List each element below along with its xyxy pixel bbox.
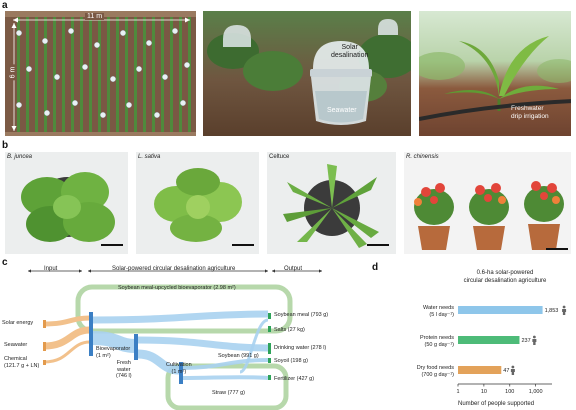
header-input: Input: [44, 266, 58, 272]
output-drinking-water: Drinking water (278 l): [274, 345, 327, 351]
person-icon: [562, 309, 567, 315]
flow-to-cultivation: [137, 349, 180, 375]
plant-art-4: [414, 181, 568, 250]
output-node-soybean-meal: [268, 313, 271, 319]
desalination-device-art: [207, 19, 411, 125]
plant-art-2: [154, 168, 254, 246]
plant-art-1: [21, 172, 123, 246]
header-main: Solar-powered circular desalination agri…: [112, 266, 236, 272]
category-label: (700 g day⁻¹): [421, 372, 454, 378]
bar-chart: 1 10 100 1,000 Water needs(5 l day⁻¹) 1,853Pr…: [417, 305, 567, 395]
x-tick-label: 1: [456, 389, 459, 395]
dimension-height: 6 m: [9, 64, 17, 81]
bioevaporator-label: Soybean meal-upcycled bioevaporator (2.9…: [118, 285, 236, 291]
plant-name-2: L. sativa: [138, 154, 161, 160]
plant-name-3: Celtuce: [269, 154, 290, 160]
plant-art-3: [283, 164, 389, 248]
output-node-drinking-water: [268, 343, 271, 354]
plant-name-4: R. chinensis: [406, 154, 439, 160]
bioevaporator-loop: [75, 284, 293, 334]
output-salts: Salts (27 kg): [274, 327, 305, 333]
person-icon: [510, 369, 515, 375]
panel-d-label: d: [372, 262, 379, 273]
dimension-width: 11 m: [85, 13, 105, 20]
panel-a-label: a: [2, 0, 8, 11]
flow-chemical: [43, 340, 91, 364]
person-icon: [511, 365, 515, 369]
value-label: 237: [521, 338, 530, 344]
node-bioevaporator: [89, 312, 93, 356]
category-label: Protein needs: [420, 335, 454, 341]
label-freshwater-drip: Freshwater drip irrigation: [511, 105, 549, 120]
plant-photo-3: Celtuce: [266, 151, 397, 255]
x-tick-label: 1,000: [529, 389, 543, 395]
node-label-fresh-water: Fresh water (746 l): [116, 360, 132, 379]
flow-soymeal: [239, 318, 269, 374]
flow-seawater: [43, 326, 91, 350]
label-solar-desalination: Solar desalination: [331, 44, 369, 59]
node-label-cultivation: Cultivation (1 m²): [166, 362, 192, 375]
node-fresh-water: [134, 334, 138, 360]
plant-photo-4: R. chinensis: [403, 151, 572, 255]
value-label: 1,853: [545, 308, 559, 314]
bar: [458, 336, 520, 344]
person-icon: [532, 339, 537, 345]
header-output: Output: [284, 266, 303, 272]
person-icon: [562, 305, 566, 309]
flow-soybean: [182, 358, 269, 370]
panel-c-label: c: [2, 257, 8, 268]
output-soybean-meal: Soybean meal (793 g): [274, 312, 329, 318]
category-label: Water needs: [423, 305, 454, 311]
output-node-salts: [268, 326, 271, 332]
node-label-bioevaporator: Bioevaporator (1 m²): [96, 346, 131, 359]
node-label-straw: Straw (777 g): [212, 390, 246, 396]
plant-photo-1: B. juncea: [4, 151, 129, 255]
output-soyoil: Soyoil (198 g): [274, 358, 308, 364]
category-label: (50 g day⁻¹): [425, 342, 455, 348]
output-fertilizer: Fertilizer (427 g): [274, 376, 315, 382]
drip-irrigation-art: [419, 36, 571, 121]
plant-name-1: B. juncea: [7, 154, 33, 160]
output-node-fertilizer: [268, 375, 271, 380]
chart-title: 0.6-ha solar-powered circular desalinati…: [463, 270, 547, 284]
input-solar-energy: Solar energy: [2, 320, 34, 326]
panel-b-label: b: [2, 140, 9, 151]
flow-to-drinking: [137, 336, 269, 352]
node-cultivation: [179, 362, 183, 384]
flow-straw: [182, 375, 269, 380]
output-node-soyoil: [268, 358, 271, 363]
flow-to-salts: [92, 310, 269, 324]
aerial-field-photo: 11 m 6 m: [4, 10, 197, 137]
sankey-diagram: [28, 269, 322, 410]
chart-xlabel: Number of people supported: [458, 401, 535, 407]
node-label-soybean: Soybean (991 g): [218, 353, 259, 359]
bar: [458, 306, 543, 314]
flow-solar: [43, 315, 91, 327]
drip-irrigation-photo: Freshwater drip irrigation: [418, 10, 572, 137]
label-seawater: Seawater: [327, 107, 357, 114]
x-tick-label: 10: [481, 389, 487, 395]
category-label: (5 l day⁻¹): [429, 312, 454, 318]
input-chemical: Chemical (121.7 g + LN): [4, 356, 40, 369]
straw-loop: [165, 363, 289, 410]
person-icon: [532, 335, 536, 339]
aerial-field-art: [5, 11, 196, 136]
bar: [458, 366, 502, 374]
flow-to-freshwater: [92, 331, 136, 353]
input-seawater: Seawater: [4, 342, 28, 348]
x-tick-label: 100: [505, 389, 514, 395]
plant-photo-2: L. sativa: [135, 151, 260, 255]
value-label: 47: [503, 368, 509, 374]
category-label: Dry food needs: [417, 365, 455, 371]
desalination-device-photo: Solar desalination Seawater: [202, 10, 412, 137]
